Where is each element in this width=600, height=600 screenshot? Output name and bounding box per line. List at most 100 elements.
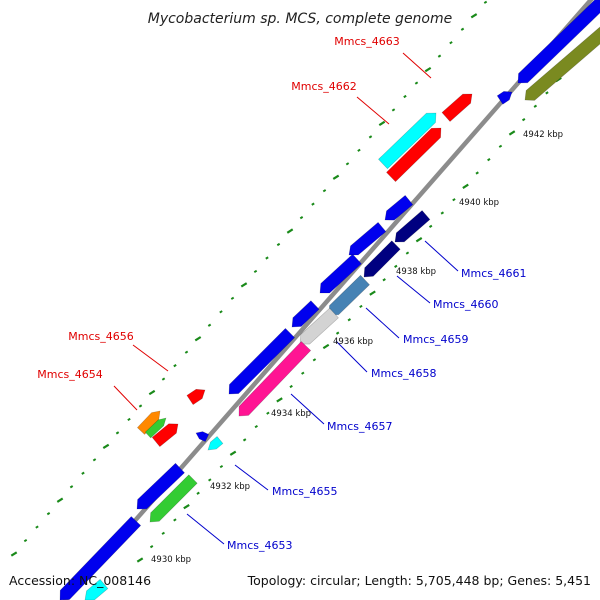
- tick-mark: [148, 389, 156, 396]
- tick-mark: [521, 117, 526, 122]
- tick-mark: [332, 174, 340, 180]
- gene-arrow[interactable]: [378, 112, 437, 170]
- gene-label[interactable]: Mmcs_4656: [68, 330, 133, 343]
- gene-arrow[interactable]: [441, 93, 473, 122]
- gene-arrow[interactable]: [299, 307, 339, 345]
- gene-arrow[interactable]: [238, 341, 312, 417]
- tick-mark: [322, 189, 327, 193]
- gene-callout-line: [424, 240, 459, 272]
- gene-arrow[interactable]: [496, 91, 513, 105]
- gene-label[interactable]: Mmcs_4657: [327, 420, 392, 433]
- kbp-label: 4936 kbp: [333, 337, 373, 347]
- tick-mark: [498, 144, 503, 148]
- gene-callout-line: [234, 464, 269, 491]
- tick-mark: [311, 202, 315, 206]
- kbp-label: 4938 kbp: [396, 267, 436, 277]
- tick-mark: [46, 512, 51, 516]
- map-title: Mycobacterium sp. MCS, complete genome: [148, 11, 453, 27]
- gene-arrow[interactable]: [149, 474, 198, 523]
- gene-arrow[interactable]: [228, 327, 296, 395]
- gene-arrow[interactable]: [136, 462, 185, 510]
- gene-arrow[interactable]: [195, 431, 210, 442]
- accession-label: Accession: NC_008146: [9, 573, 152, 588]
- tick-mark: [173, 364, 177, 368]
- kbp-label: 4930 kbp: [151, 555, 191, 565]
- tick-mark: [127, 417, 131, 422]
- tick-mark: [276, 242, 281, 247]
- tick-mark: [437, 54, 442, 58]
- topology-summary: Topology: circular; Length: 5,705,448 bp…: [247, 573, 591, 588]
- gene-arrow[interactable]: [363, 240, 401, 278]
- tick-mark: [286, 228, 294, 234]
- tick-mark: [301, 371, 305, 375]
- tick-mark: [265, 256, 269, 260]
- tick-mark: [289, 384, 293, 389]
- gene-label[interactable]: Mmcs_4659: [403, 333, 468, 346]
- tick-mark: [299, 216, 304, 220]
- gene-arrow[interactable]: [348, 221, 387, 256]
- tick-mark: [208, 478, 212, 482]
- gene-label[interactable]: Mmcs_4663: [334, 35, 399, 48]
- tick-mark: [138, 404, 143, 408]
- gene-callout-line: [132, 344, 169, 372]
- gene-arrow[interactable]: [517, 0, 600, 84]
- tick-mark: [276, 397, 283, 403]
- tick-mark: [414, 81, 419, 85]
- tick-mark: [115, 431, 120, 435]
- tick-mark: [230, 296, 235, 300]
- gene-label[interactable]: Mmcs_4658: [371, 367, 436, 380]
- gene-label[interactable]: Mmcs_4661: [461, 267, 526, 280]
- gene-arrow[interactable]: [186, 388, 206, 406]
- tick-mark: [545, 91, 549, 95]
- gene-callout-line: [365, 307, 400, 339]
- tick-mark: [428, 224, 433, 228]
- gene-arrow[interactable]: [524, 26, 600, 101]
- gene-arrow[interactable]: [394, 210, 431, 243]
- gene-callout-line: [186, 513, 225, 545]
- kbp-label: 4942 kbp: [523, 130, 563, 140]
- gene-label[interactable]: Mmcs_4653: [227, 539, 292, 552]
- gene-label[interactable]: Mmcs_4660: [433, 298, 498, 311]
- tick-mark: [92, 458, 97, 462]
- tick-mark: [240, 282, 248, 288]
- tick-mark: [368, 135, 373, 139]
- tick-mark: [196, 491, 200, 495]
- gene-label[interactable]: Mmcs_4654: [37, 368, 102, 381]
- tick-mark: [335, 331, 340, 335]
- tick-mark: [487, 158, 491, 162]
- gene-arrow[interactable]: [384, 194, 414, 221]
- gene-callout-line: [113, 385, 138, 411]
- tick-mark: [253, 269, 258, 274]
- gene-arrow[interactable]: [84, 578, 109, 600]
- tick-mark: [394, 264, 398, 268]
- gene-features: [59, 0, 600, 600]
- tick-mark: [194, 336, 202, 342]
- tick-mark: [533, 104, 538, 108]
- tick-mark: [460, 27, 465, 31]
- gene-arrow[interactable]: [207, 436, 224, 451]
- tick-mark: [254, 424, 258, 429]
- tick-mark: [440, 211, 445, 215]
- gene-callout-line: [356, 96, 390, 125]
- kbp-label: 4932 kbp: [210, 482, 250, 492]
- gene-arrow[interactable]: [151, 423, 179, 448]
- tick-mark: [391, 108, 396, 112]
- kbp-label: 4934 kbp: [271, 409, 311, 419]
- tick-mark: [369, 290, 376, 296]
- gene-arrow[interactable]: [144, 417, 167, 439]
- gene-arrow[interactable]: [291, 300, 320, 328]
- tick-marks: [10, 0, 596, 563]
- gene-arrow[interactable]: [319, 253, 362, 294]
- tick-mark: [69, 485, 74, 489]
- tick-mark: [149, 545, 154, 549]
- gene-label[interactable]: Mmcs_4662: [291, 80, 356, 93]
- tick-mark: [183, 503, 190, 510]
- tick-mark: [136, 557, 144, 563]
- kbp-scale-labels: 4930 kbp 4932 kbp 4934 kbp 4936 kbp 4938 kbp…: [151, 130, 563, 565]
- tick-mark: [382, 278, 386, 282]
- gene-arrow[interactable]: [386, 127, 442, 183]
- gene-label[interactable]: Mmcs_4655: [272, 485, 337, 498]
- gene-callout-line: [402, 52, 432, 79]
- tick-mark: [405, 251, 410, 255]
- tick-mark: [161, 531, 165, 535]
